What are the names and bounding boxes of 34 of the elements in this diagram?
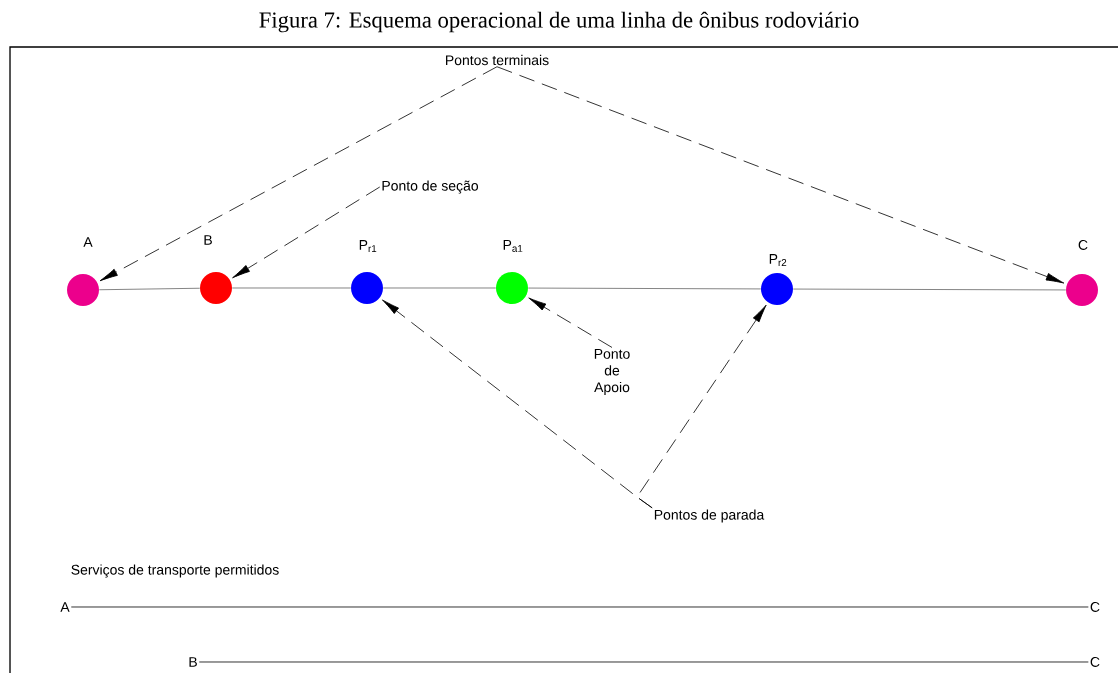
figure-title: Figura 7: Esquema operacional de uma linha de ônibus rodoviário: [259, 11, 859, 33]
callout-label: Pontos terminais: [446, 54, 549, 66]
stop-circle: [1066, 274, 1098, 306]
point-label: C: [1078, 240, 1088, 250]
route-line: [98, 287, 201, 291]
endpoint-label: C: [1090, 657, 1100, 667]
endpoint-label: B: [189, 657, 197, 667]
stop-circle: [351, 272, 383, 304]
route-line: [527, 287, 762, 290]
leader-arrow: [496, 66, 1065, 284]
point-label: B: [204, 235, 212, 245]
route-line: [382, 287, 497, 289]
leader-arrow: [636, 304, 767, 509]
service-line: [70, 606, 1089, 608]
leader-arrow: [528, 297, 613, 348]
stop-circle: [67, 274, 99, 306]
route-line: [792, 288, 1067, 291]
callout-label: Pontos de parada: [654, 509, 765, 523]
point-label: A: [83, 237, 93, 247]
stop-circle: [200, 272, 232, 304]
route-line: [231, 287, 352, 289]
service-line: [198, 661, 1089, 663]
endpoint-label: C: [1090, 602, 1100, 612]
endpoint-label: A: [60, 602, 70, 612]
stop-circle: [496, 272, 528, 304]
callout-label: Ponto de seção: [382, 180, 479, 194]
callout-label: Ponto de Apoio: [594, 349, 630, 395]
leader-arrow: [99, 66, 498, 282]
leader-arrow: [232, 186, 381, 279]
point-label: P$_{a1}$: [503, 240, 523, 252]
stop-circle: [761, 273, 793, 305]
section-label: Serviços de transporte permitidos: [71, 564, 279, 578]
point-label: P$_{r2}$: [769, 254, 787, 266]
point-label: P$_{r1}$: [359, 240, 377, 252]
